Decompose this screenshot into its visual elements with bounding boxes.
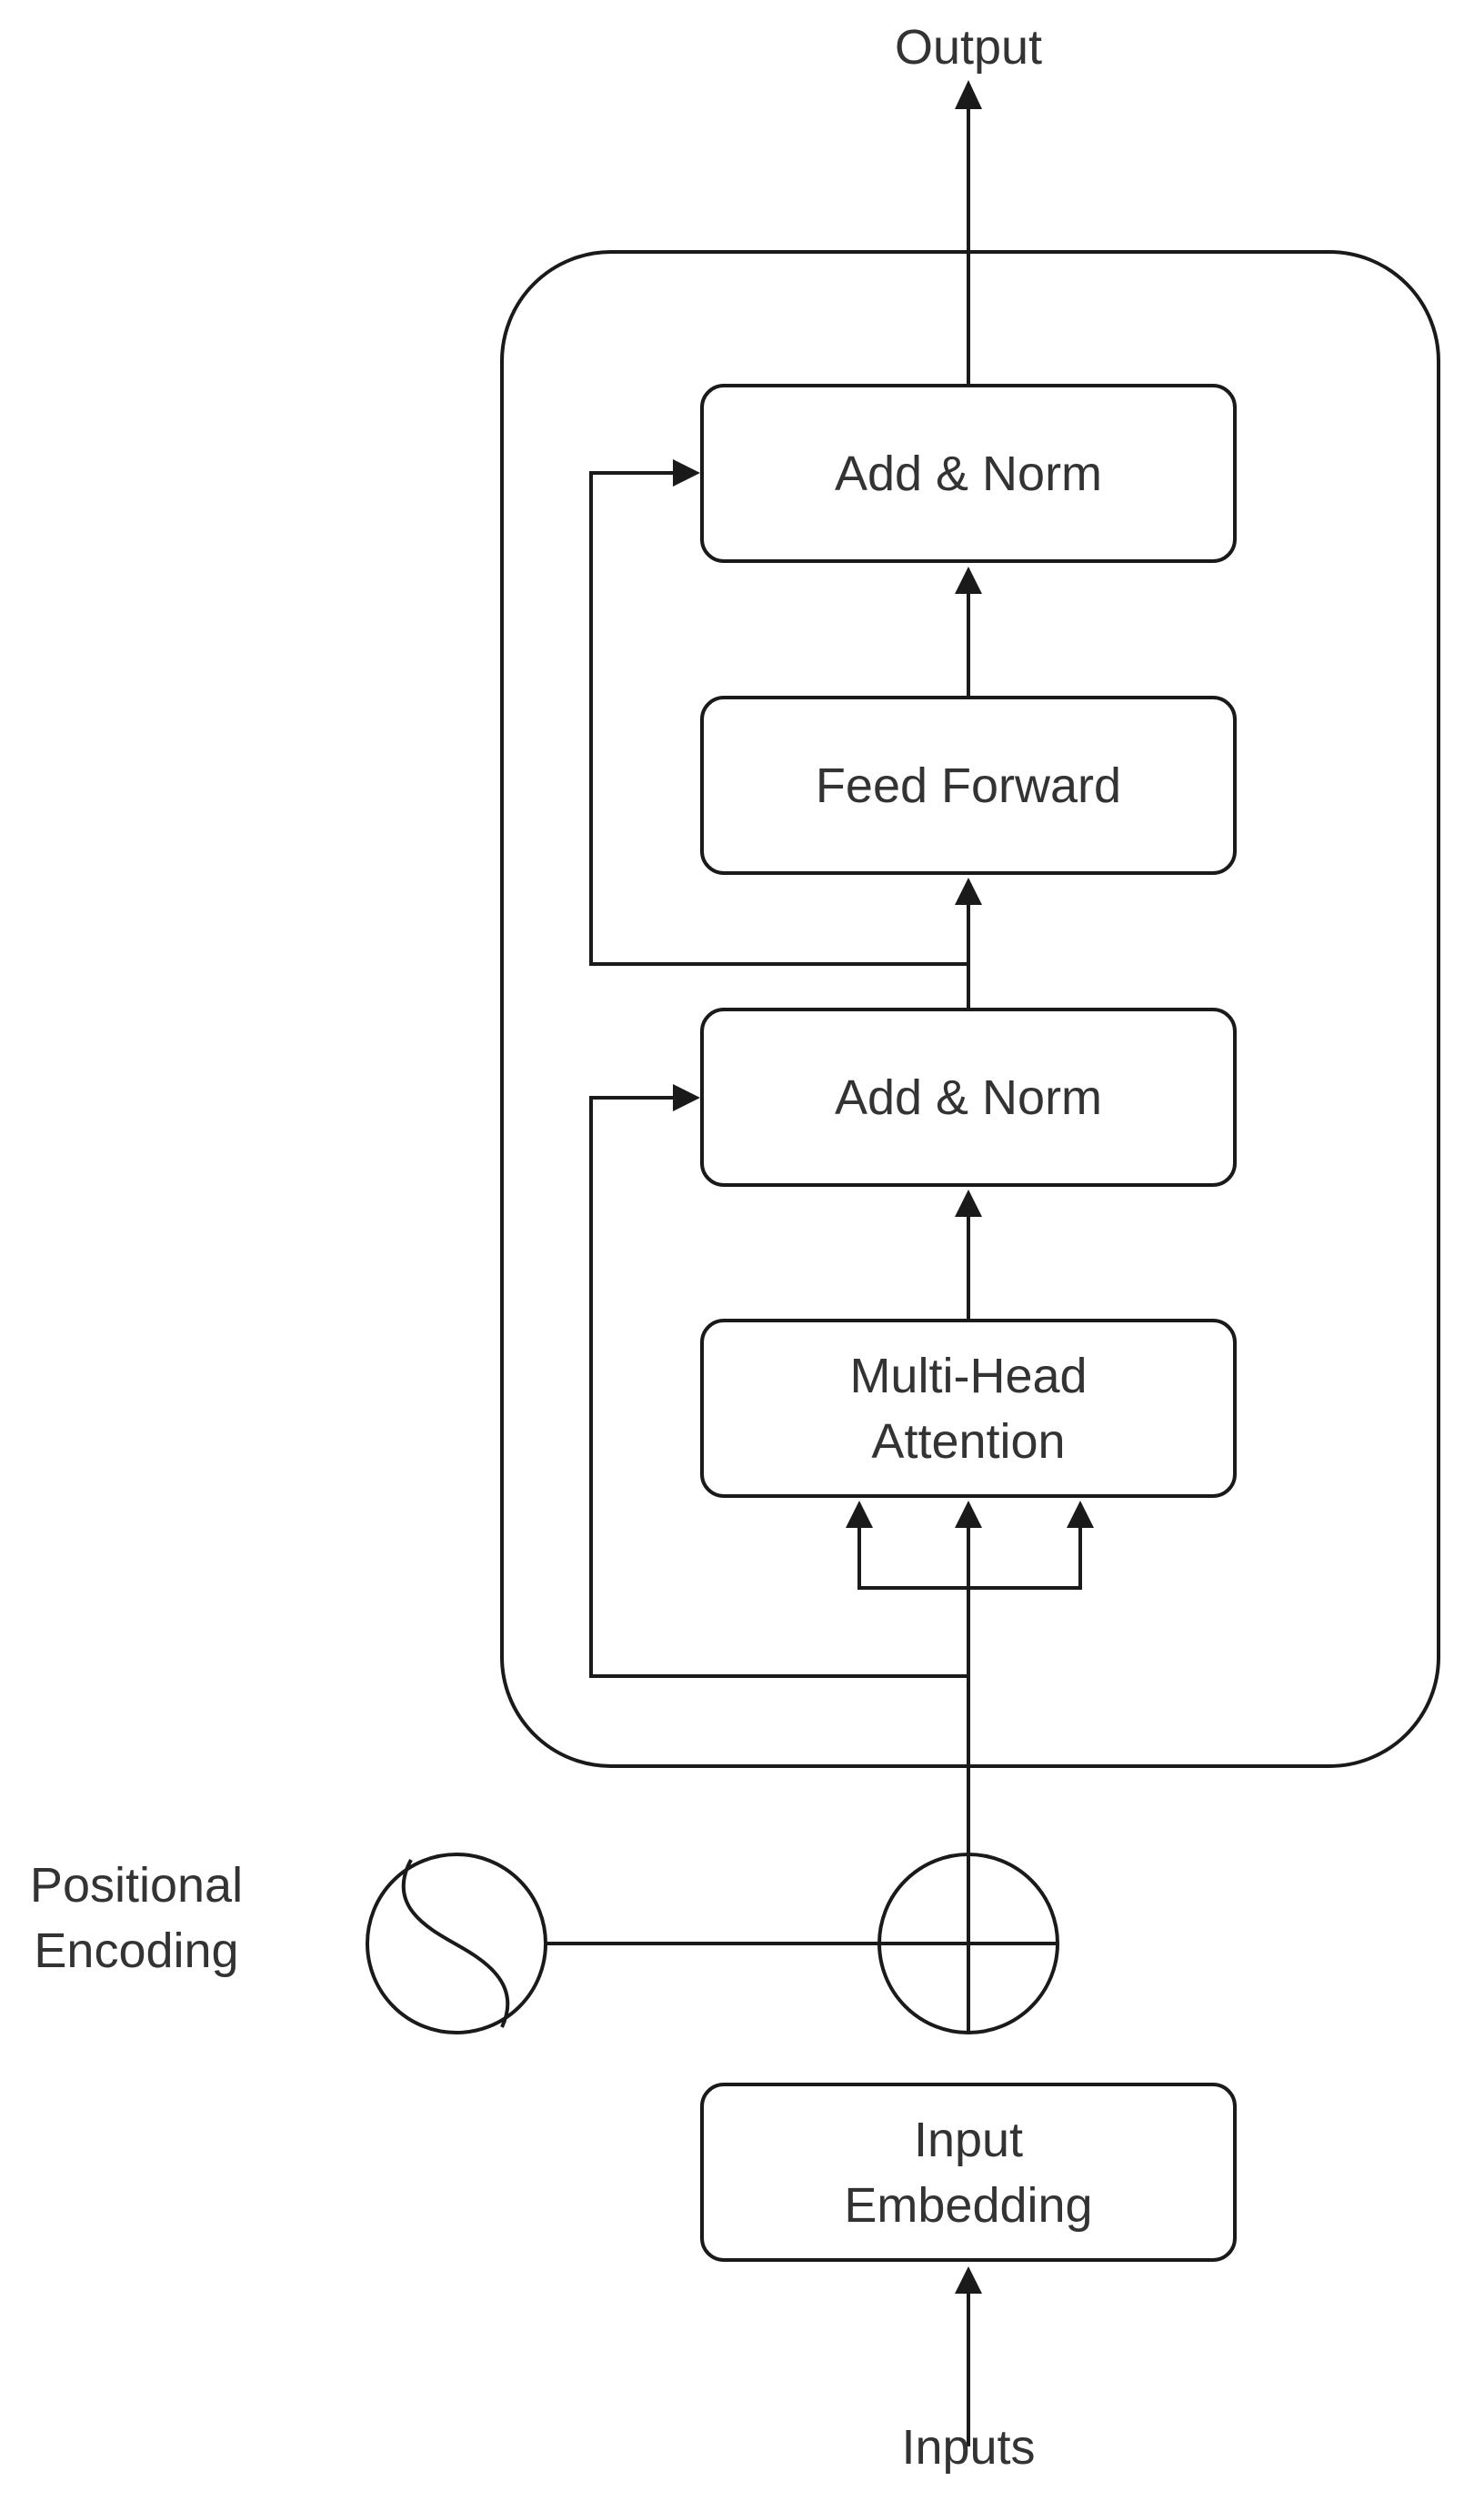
residual-2-arrowhead	[673, 459, 700, 487]
positional-encoding-label-line1: Positional	[29, 1858, 244, 1913]
add-norm-top-label: Add & Norm	[834, 446, 1103, 501]
add-norm-bottom-label: Add & Norm	[834, 1070, 1103, 1125]
attention-branch-lines	[857, 1510, 1082, 1590]
positional-encoding-label: Positional Encoding	[0, 1853, 273, 1984]
output-arrowhead	[955, 80, 982, 109]
inputs-label: Inputs	[901, 2420, 1036, 2475]
embedding-label-line2: Embedding	[844, 2177, 1093, 2233]
positional-encoding-label-line2: Encoding	[34, 1923, 239, 1978]
attention-label-line1: Multi-Head	[849, 1348, 1088, 1403]
attention-right-arrowhead	[1067, 1501, 1094, 1528]
add-norm-top-block: Add & Norm	[700, 384, 1237, 563]
addnorm-bottom-arrowhead	[955, 1190, 982, 1217]
multi-head-attention-block: Multi-Head Attention	[700, 1319, 1237, 1498]
residual-connection-2	[589, 471, 968, 966]
residual-1-arrowhead	[673, 1084, 700, 1111]
attention-left-arrowhead	[846, 1501, 873, 1528]
add-norm-bottom-block: Add & Norm	[700, 1008, 1237, 1187]
attention-label-line2: Attention	[871, 1413, 1066, 1469]
feedforward-arrowhead	[955, 878, 982, 905]
feed-forward-label: Feed Forward	[815, 758, 1122, 813]
residual-connection-1	[589, 1096, 968, 1678]
input-embedding-block: Input Embedding	[700, 2083, 1237, 2262]
embedding-arrowhead	[955, 2266, 982, 2294]
attention-center-arrowhead	[955, 1501, 982, 1528]
output-label: Output	[894, 20, 1043, 75]
addnorm-top-arrowhead	[955, 567, 982, 594]
feed-forward-block: Feed Forward	[700, 696, 1237, 875]
multi-head-attention-label: Multi-Head Attention	[849, 1343, 1087, 1474]
embedding-label-line1: Input	[913, 2112, 1024, 2167]
sine-wave-icon	[401, 1859, 510, 2028]
input-embedding-label: Input Embedding	[844, 2107, 1092, 2238]
